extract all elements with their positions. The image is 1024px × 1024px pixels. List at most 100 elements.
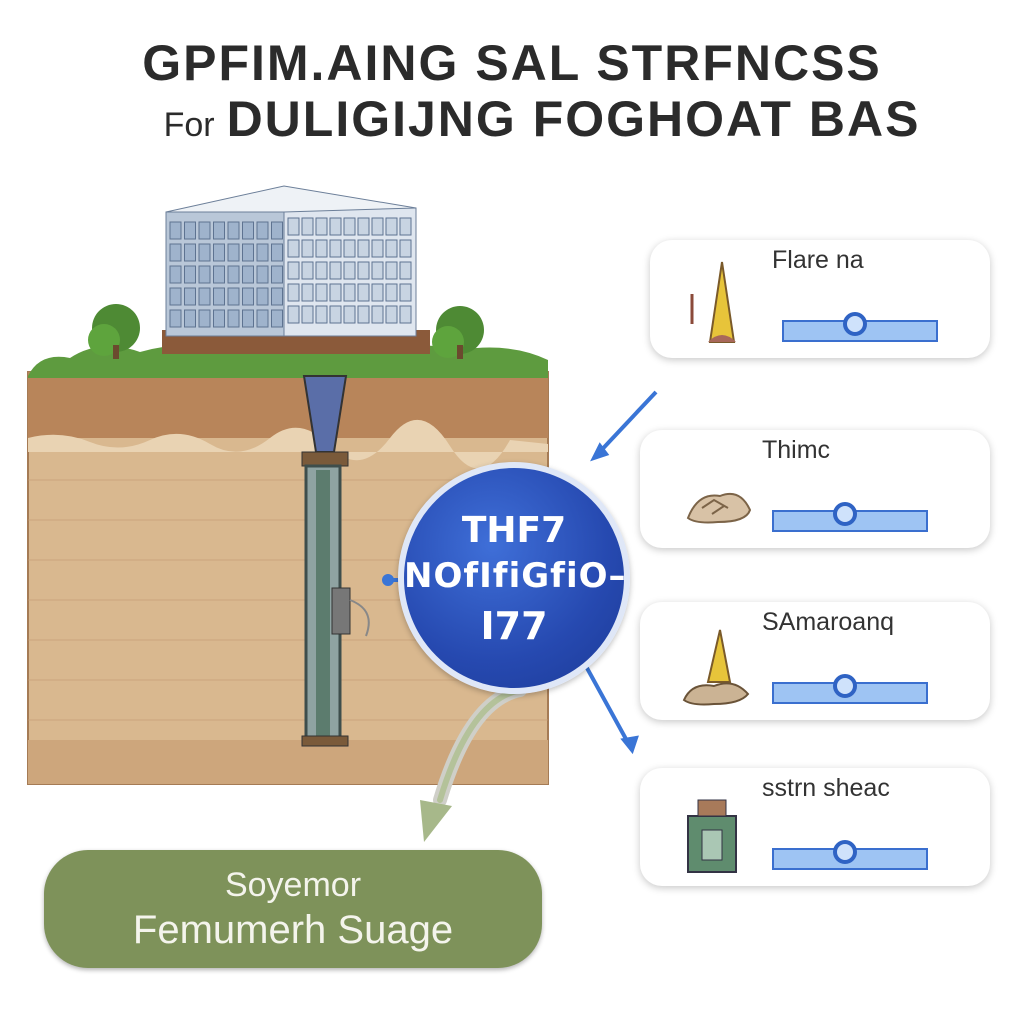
building-window — [213, 243, 225, 262]
building-window — [271, 243, 283, 262]
building-window — [242, 287, 254, 306]
building-window — [371, 217, 384, 236]
building-window — [184, 221, 196, 240]
building-window — [329, 261, 342, 280]
building-window — [301, 261, 314, 280]
stage-label: Flare na — [772, 246, 864, 274]
building-window — [301, 305, 314, 324]
building-window — [256, 243, 269, 262]
building-window — [399, 261, 412, 280]
badge-line2: NOfIfiGfiO– — [404, 556, 627, 596]
building-window — [227, 309, 240, 328]
building-window — [329, 305, 342, 324]
building-window — [399, 239, 412, 258]
building-window — [357, 217, 370, 236]
building-window — [315, 283, 328, 302]
badge-line3: I77 — [480, 604, 548, 648]
building-window — [271, 221, 283, 240]
building-window — [343, 305, 356, 324]
building-window — [184, 265, 196, 284]
building-window — [287, 261, 300, 280]
flare-rubble-icon — [682, 629, 750, 706]
storage-pill: Soyemor Femumerh Suage — [44, 850, 542, 968]
building-window — [329, 239, 342, 258]
building-window — [357, 239, 370, 258]
building-window — [198, 309, 211, 328]
building-window — [399, 283, 412, 302]
building-window — [301, 217, 314, 236]
building-window — [343, 217, 356, 236]
building-window — [198, 221, 211, 240]
building-window — [198, 287, 211, 306]
building-window — [315, 239, 328, 258]
building-window — [329, 283, 342, 302]
building-window — [256, 221, 269, 240]
building-window — [256, 309, 269, 328]
building-window — [227, 287, 240, 306]
building-window — [227, 265, 240, 284]
stage-card-4: sstrn sheac — [640, 768, 990, 886]
building-window — [169, 243, 182, 262]
building-window — [399, 217, 412, 236]
building-window — [242, 309, 254, 328]
building-window — [198, 243, 211, 262]
flare-stack-icon — [690, 261, 736, 343]
building-window — [213, 221, 225, 240]
building-window — [256, 265, 269, 284]
building-window — [343, 239, 356, 258]
pill-line1: Soyemor — [224, 866, 362, 904]
building-window — [371, 261, 384, 280]
diagram-title-line1: GPFIM.AING SAL STRFNCSS — [142, 35, 882, 91]
building-window — [371, 283, 384, 302]
stage-card-2: Thimc — [640, 430, 990, 548]
building-window — [271, 265, 283, 284]
building-window — [315, 217, 328, 236]
building-window — [385, 217, 398, 236]
building-window — [385, 283, 398, 302]
building-window — [287, 283, 300, 302]
building-window — [343, 261, 356, 280]
storage-tank-icon — [687, 799, 737, 873]
building-window — [242, 243, 254, 262]
slider-knob — [833, 840, 857, 864]
pill-line2: Femumerh Suage — [132, 908, 454, 952]
building-window — [357, 261, 370, 280]
building-window — [287, 305, 300, 324]
building-window — [227, 221, 240, 240]
building-window — [301, 283, 314, 302]
building-window — [385, 239, 398, 258]
building-window — [371, 305, 384, 324]
stage-label: sstrn sheac — [762, 774, 890, 802]
building-window — [271, 309, 283, 328]
title-line2-text: DULIGIJNG FOGHOAT BAS — [226, 91, 921, 147]
building-window — [242, 221, 254, 240]
stage-card-3: SAmaroanq — [640, 602, 990, 720]
building-window — [213, 265, 225, 284]
building-window — [287, 217, 300, 236]
slider-knob — [833, 674, 857, 698]
building-window — [256, 287, 269, 306]
building-window — [315, 305, 328, 324]
office-building — [162, 185, 430, 354]
building-window — [271, 287, 283, 306]
building-window — [357, 305, 370, 324]
building-window — [169, 265, 182, 284]
title-prefix: For — [163, 106, 215, 144]
building-window — [169, 221, 182, 240]
building-window — [169, 309, 182, 328]
building-window — [357, 283, 370, 302]
building-window — [343, 283, 356, 302]
building-window — [329, 217, 342, 236]
building-window — [169, 287, 182, 306]
building-window — [371, 239, 384, 258]
debris-pile-icon — [686, 492, 752, 524]
slider-knob — [843, 312, 867, 336]
building-window — [198, 265, 211, 284]
diagram-title-line2: For DULIGIJNG FOGHOAT BAS — [30, 90, 1024, 148]
building-window — [287, 239, 300, 258]
stage-card-1: Flare na — [650, 240, 990, 358]
building-window — [315, 261, 328, 280]
well-shaft — [301, 375, 370, 747]
building-window — [385, 305, 398, 324]
badge-line1: THF7 — [461, 510, 567, 551]
